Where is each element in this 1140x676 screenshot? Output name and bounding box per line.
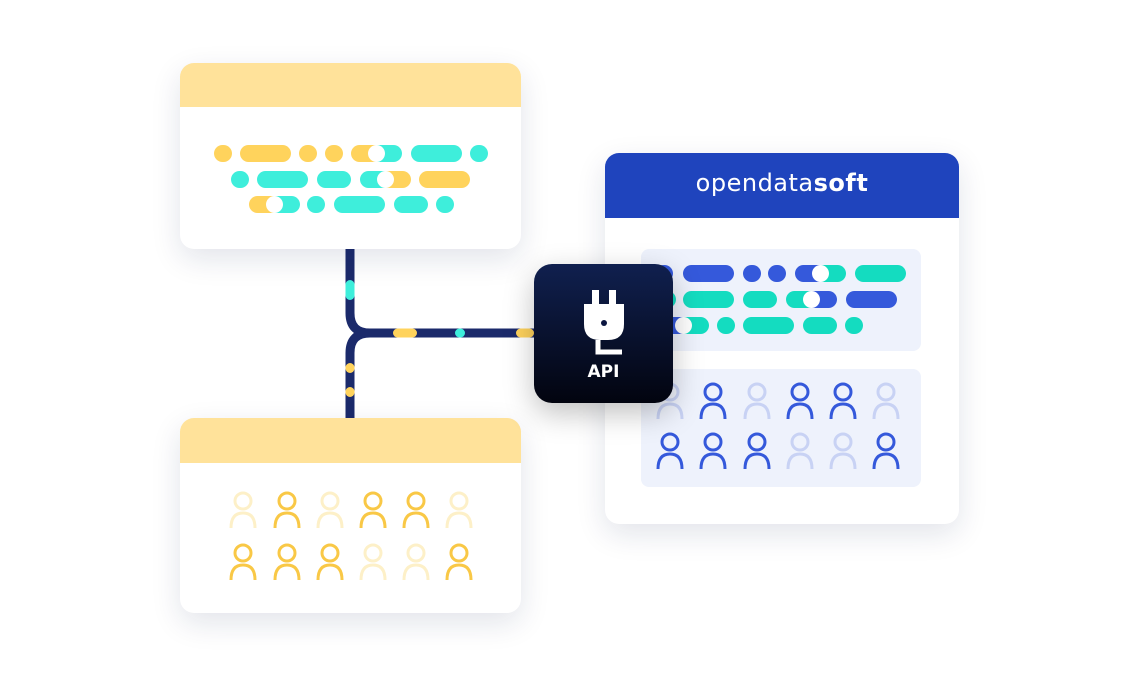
users-panel (641, 369, 921, 487)
data-pill (325, 144, 343, 162)
data-pill (743, 316, 794, 334)
data-pill (231, 170, 249, 188)
source-users-card (180, 418, 521, 613)
data-dot (393, 328, 417, 338)
user-icon-active (229, 543, 257, 581)
data-pill (317, 170, 351, 188)
user-icon-inactive (402, 543, 430, 581)
user-icon-active (316, 543, 344, 581)
data-pill (436, 195, 454, 213)
data-pill (257, 170, 308, 188)
data-dot (345, 387, 355, 397)
data-pill (411, 144, 462, 162)
user-icon-active (699, 382, 727, 420)
brand-light: opendata (695, 169, 814, 197)
toggle-knob (367, 144, 385, 162)
data-pill (307, 195, 325, 213)
user-icon-active (872, 432, 900, 470)
data-pill (743, 290, 777, 308)
connector-path-top (345, 249, 540, 338)
data-pill (803, 316, 837, 334)
user-icon-active (273, 491, 301, 529)
plug-icon (584, 290, 624, 355)
toggle-knob (811, 264, 829, 282)
data-dot (345, 363, 355, 373)
user-icon-inactive (359, 543, 387, 581)
data-pill (334, 195, 385, 213)
data-pill (240, 144, 291, 162)
source-data-card (180, 63, 521, 249)
data-dot (516, 328, 534, 338)
user-icon-active (359, 491, 387, 529)
card-header (180, 63, 521, 107)
user-icon-active (402, 491, 430, 529)
data-pill (743, 264, 761, 282)
data-dot (455, 328, 465, 338)
user-icon-inactive (229, 491, 257, 529)
card-header (180, 418, 521, 463)
opendatasoft-logo: opendatasoft (605, 169, 959, 197)
api-label: API (587, 362, 620, 382)
user-icon-inactive (316, 491, 344, 529)
user-icon-inactive (829, 432, 857, 470)
toggle-knob (265, 195, 283, 213)
data-pill (683, 290, 734, 308)
user-icon-active (699, 432, 727, 470)
connector-path-bottom (345, 328, 371, 420)
user-icon-active (445, 543, 473, 581)
user-icon-active (743, 432, 771, 470)
user-icon-active (273, 543, 301, 581)
data-dot (345, 280, 355, 300)
user-icon-active (656, 432, 684, 470)
toggle-knob (674, 316, 692, 334)
brand-bold: soft (813, 169, 869, 197)
data-pill (768, 264, 786, 282)
user-icon-inactive (786, 432, 814, 470)
data-pill (717, 316, 735, 334)
data-pill (419, 170, 470, 188)
user-icon-inactive (872, 382, 900, 420)
card-header: opendatasoft (605, 153, 959, 218)
data-pill (683, 264, 734, 282)
data-pill (845, 316, 863, 334)
user-icon-active (829, 382, 857, 420)
data-pill (299, 144, 317, 162)
toggle-knob (802, 290, 820, 308)
api-connector: API (534, 264, 673, 403)
toggle-knob (376, 170, 394, 188)
data-pill (855, 264, 906, 282)
data-pill (394, 195, 428, 213)
data-panel (641, 249, 921, 351)
user-icon-inactive (743, 382, 771, 420)
user-icon-active (786, 382, 814, 420)
user-icon-inactive (445, 491, 473, 529)
data-pill (214, 144, 232, 162)
data-pill (846, 290, 897, 308)
data-pill (470, 144, 488, 162)
